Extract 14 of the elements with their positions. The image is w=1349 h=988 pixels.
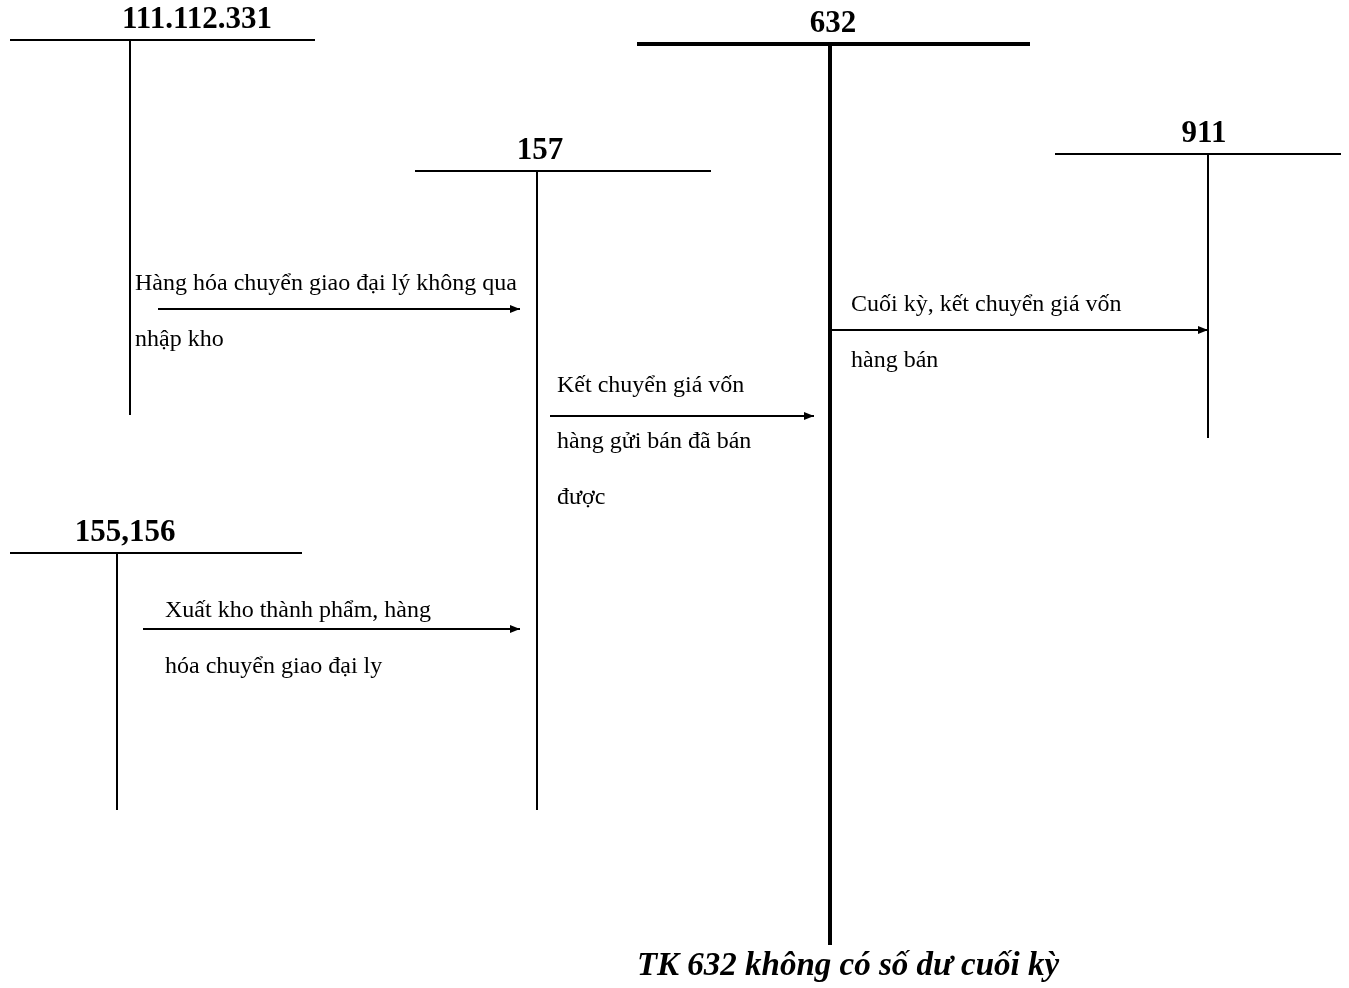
- edge-label: Hàng hóa chuyển giao đại lý không qua nhập kho: [135, 268, 518, 353]
- arrow: [157, 305, 521, 313]
- account-number: 911: [1181, 114, 1227, 150]
- arrow: [549, 412, 815, 420]
- account-number: 155,156: [74, 513, 176, 549]
- arrow: [829, 326, 1209, 334]
- edge-label: Kết chuyển giá vốn hàng gửi bán đã bán được: [557, 370, 753, 511]
- account-number: 632: [809, 4, 857, 40]
- arrow: [142, 625, 521, 633]
- edge-label: Cuối kỳ, kết chuyển giá vốn hàng bán: [851, 289, 1123, 374]
- account-number: 111.112.331: [122, 0, 272, 36]
- caption: TK 632 không có số dư cuối kỳ: [636, 946, 1060, 983]
- edge-label: Xuất kho thành phẩm, hàng hóa chuyển giao đại ly: [165, 595, 432, 680]
- account-number: 157: [516, 131, 564, 167]
